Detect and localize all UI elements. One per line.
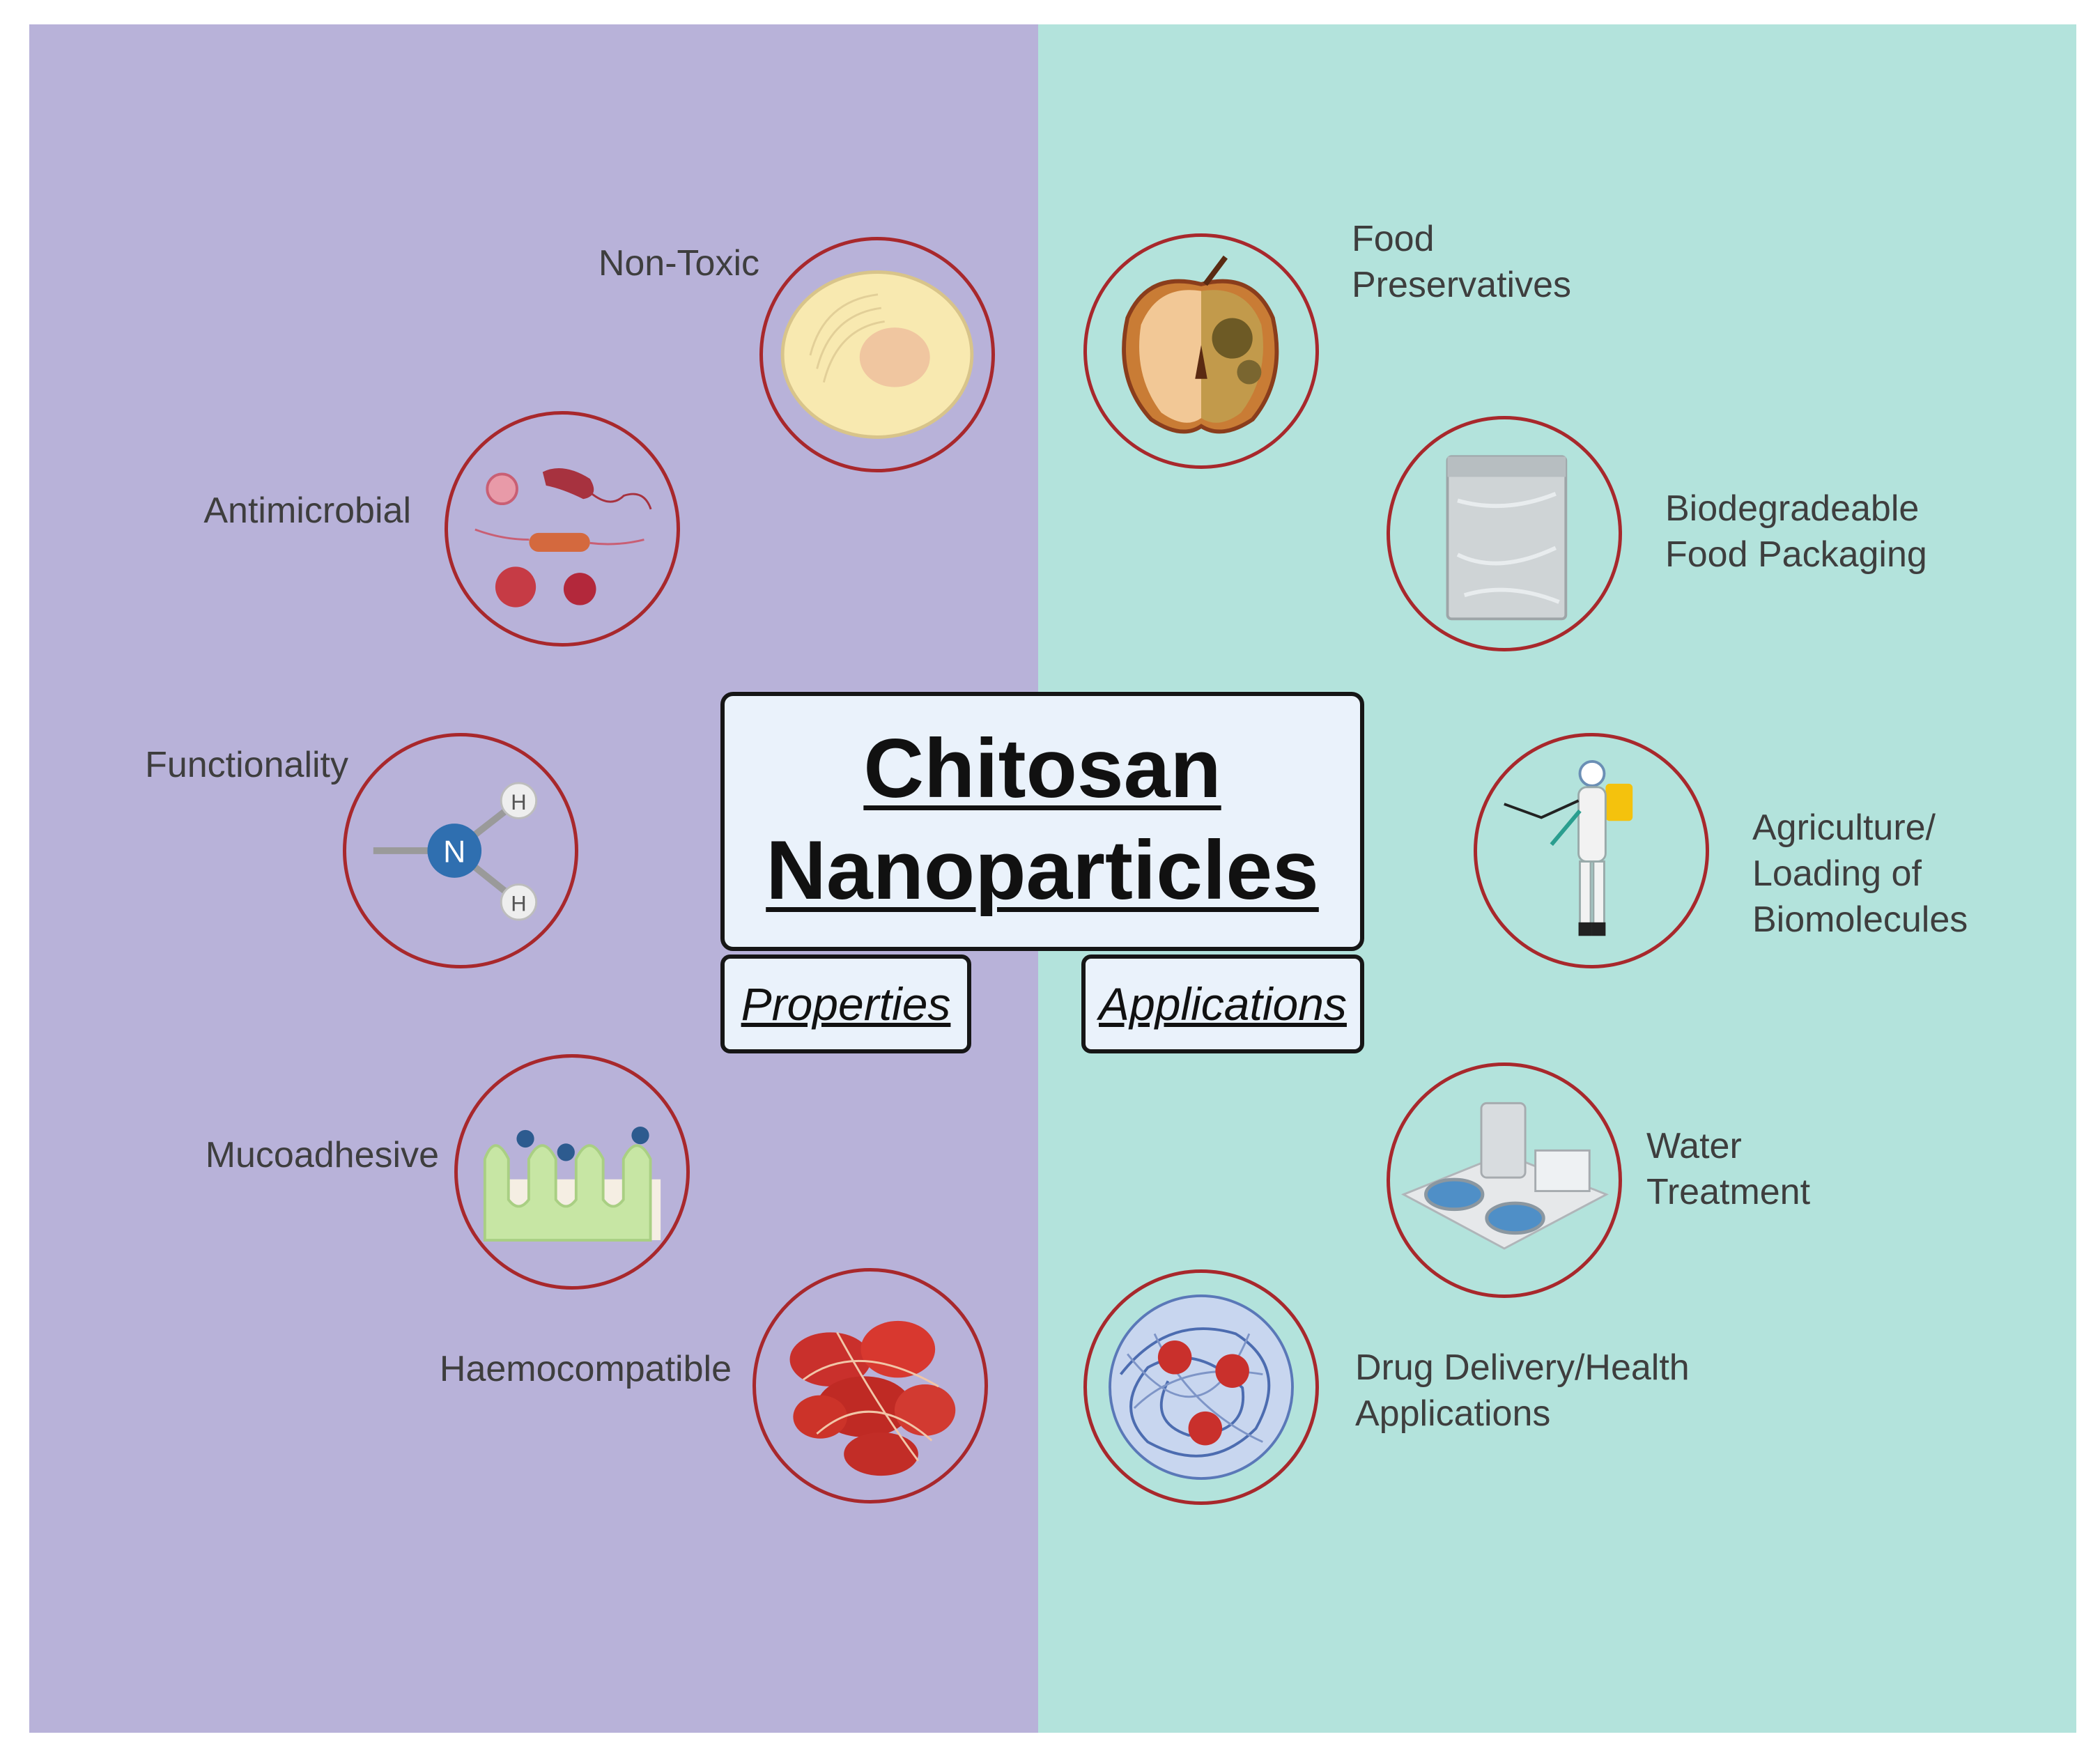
cell-icon (759, 237, 995, 472)
mucosa-icon (454, 1054, 690, 1290)
red-blood-cells-icon (752, 1268, 988, 1504)
sprayer-person-icon (1474, 733, 1709, 968)
nanoparticle-drug-icon (1083, 1269, 1319, 1505)
water-plant-icon (1387, 1062, 1622, 1298)
microbes-icon (445, 411, 680, 647)
label-food-preservatives: Food Preservatives (1352, 219, 1571, 305)
title-line-1: Chitosan (863, 722, 1221, 815)
svg-text:H: H (511, 790, 526, 814)
label-non-toxic: Non-Toxic (598, 243, 759, 284)
title-line-2: Nanoparticles (766, 824, 1319, 917)
amine-n-label: N (443, 835, 465, 869)
label-functionality: Functionality (145, 745, 348, 785)
rotting-apple-icon (1083, 233, 1319, 469)
label-agriculture: Agriculture/ Loading of Biomolecules (1752, 807, 1968, 940)
plastic-bag-icon (1387, 416, 1622, 651)
amine-group-icon: N H H (343, 733, 578, 968)
label-water-treatment: Water Treatment (1646, 1126, 1811, 1212)
label-drug-delivery: Drug Delivery/Health Applications (1355, 1347, 1690, 1434)
label-haemocompatible: Haemocompatible (439, 1349, 732, 1389)
label-biodegradeable-food-packaging: Biodegradeable Food Packaging (1665, 488, 1927, 575)
tab-applications: Applications (1081, 955, 1364, 1053)
label-mucoadhesive: Mucoadhesive (205, 1135, 439, 1175)
label-antimicrobial: Antimicrobial (203, 490, 411, 531)
svg-text:H: H (511, 891, 526, 915)
title-box: Chitosan Nanoparticles (720, 692, 1364, 951)
tab-properties: Properties (720, 955, 971, 1053)
